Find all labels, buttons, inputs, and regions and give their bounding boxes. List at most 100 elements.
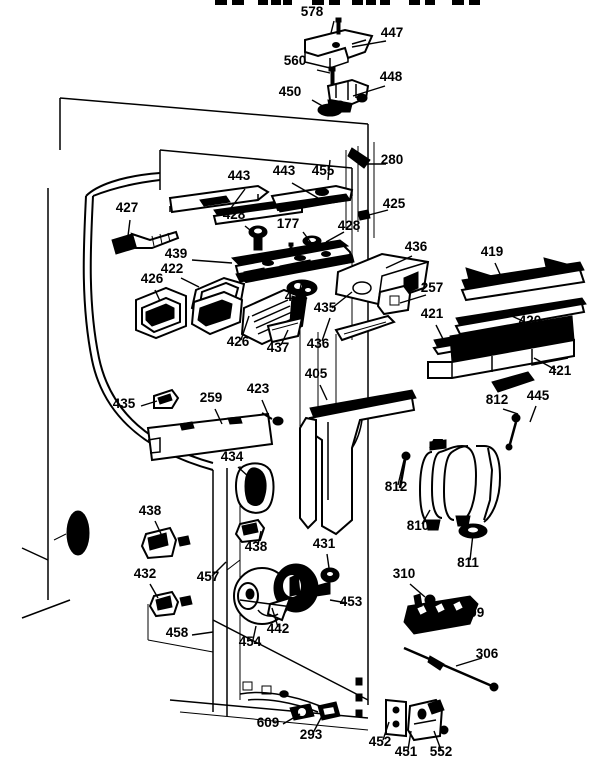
part-number-label: 438	[245, 539, 268, 554]
leader-line	[280, 329, 289, 346]
leader-line	[325, 231, 345, 243]
part-number-label: 427	[116, 200, 139, 215]
part-428-knob-right	[302, 235, 322, 247]
part-811-grommet	[458, 523, 488, 539]
part-number-label: 425	[383, 196, 406, 211]
part-number-label: 434	[221, 449, 244, 464]
part-number-label: 810	[407, 518, 430, 533]
part-419-rail	[460, 257, 586, 302]
part-number-label: 437	[267, 340, 290, 355]
callout-405: 405	[305, 366, 328, 401]
part-number-label: 445	[527, 388, 550, 403]
callout-423: 423	[247, 381, 271, 420]
callout-177: 177	[277, 216, 313, 245]
part-306-rod	[403, 646, 499, 692]
callout-259: 259	[200, 390, 223, 425]
leader-line	[214, 408, 223, 425]
leader-line	[382, 721, 390, 741]
part-280-bracket	[347, 147, 371, 169]
leader-line	[316, 69, 331, 74]
callout-443: 443	[227, 168, 251, 213]
part-number-label: 428	[223, 207, 246, 222]
callout-448: 448	[352, 69, 403, 97]
leader-line	[455, 657, 483, 667]
leader-line	[529, 405, 537, 423]
leader-line	[252, 625, 257, 641]
leader-line	[329, 599, 348, 604]
part-426-vent-mid	[190, 290, 244, 336]
callout-293: 293	[300, 715, 323, 742]
part-812-pin-upper	[505, 413, 521, 451]
callout-458: 458	[166, 625, 214, 640]
leader-line	[257, 530, 262, 546]
part-442-fan-motor	[233, 563, 331, 625]
callout-422: 422	[161, 261, 200, 288]
callout-812: 812	[486, 392, 519, 415]
part-number-label: 443	[228, 168, 251, 183]
leader-line	[435, 324, 445, 342]
part-number-label: 436	[307, 336, 330, 351]
part-436-bracket	[334, 314, 396, 342]
leader-line	[244, 225, 261, 239]
callout-426: 426	[227, 315, 250, 349]
leader-line	[407, 730, 412, 751]
part-number-label: 450	[279, 84, 302, 99]
part-257-switch	[376, 284, 412, 316]
leader-line	[321, 317, 331, 342]
leader-line	[385, 255, 413, 269]
part-number-label: 447	[381, 25, 404, 40]
part-number-label: 259	[200, 390, 223, 405]
callout-560: 560	[284, 53, 331, 74]
callout-436: 436	[385, 239, 428, 269]
part-number-label: 428	[338, 218, 361, 233]
leader-line	[533, 357, 557, 371]
callout-455: 455	[312, 159, 335, 181]
part-437-cover	[266, 316, 304, 344]
leader-line	[443, 610, 469, 618]
callout-445: 445	[527, 388, 550, 423]
leader-line	[364, 209, 389, 217]
callout-427: 427	[116, 200, 139, 245]
part-number-label: 419	[481, 244, 504, 259]
part-number-label: 309	[462, 605, 485, 620]
part-427-connector	[111, 230, 180, 255]
part-number-label: 431	[313, 536, 336, 551]
leader-line	[327, 159, 331, 181]
part-number-label: 451	[395, 744, 418, 759]
part-452-plate	[385, 698, 407, 738]
leader-line	[352, 85, 386, 97]
part-445-clip	[491, 371, 535, 393]
leader-line	[326, 553, 330, 569]
callout-434: 434	[221, 449, 251, 479]
leader-line	[397, 459, 405, 486]
part-number-label: 423	[247, 381, 270, 396]
leader-line	[191, 631, 214, 636]
callout-447: 447	[351, 25, 404, 48]
part-405-air-duct	[299, 389, 417, 536]
callout-451: 451	[395, 730, 418, 759]
leader-line	[469, 533, 474, 561]
part-455-rail	[168, 184, 270, 214]
callout-432: 432	[134, 566, 159, 599]
callout-453: 453	[329, 594, 363, 609]
callout-811: 811	[457, 533, 479, 570]
callout-438: 438	[139, 503, 163, 537]
part-448-hinge	[326, 78, 370, 113]
part-number-label: 435	[314, 300, 337, 315]
part-number-label: 812	[486, 392, 509, 407]
leader-line	[191, 259, 233, 264]
callout-578: 578	[301, 4, 335, 34]
part-177-pin	[288, 242, 294, 256]
leader-line	[271, 607, 279, 628]
callout-812: 812	[385, 459, 407, 494]
part-431-grommet	[320, 567, 340, 583]
part-number-label: 421	[549, 363, 572, 378]
part-number-label: 424	[285, 289, 308, 304]
leader-line	[409, 583, 426, 598]
part-number-label: 177	[277, 216, 300, 231]
part-426-vent-left	[135, 286, 187, 340]
leader-line	[227, 188, 246, 213]
callout-552: 552	[430, 730, 452, 759]
leader-line	[399, 294, 427, 304]
